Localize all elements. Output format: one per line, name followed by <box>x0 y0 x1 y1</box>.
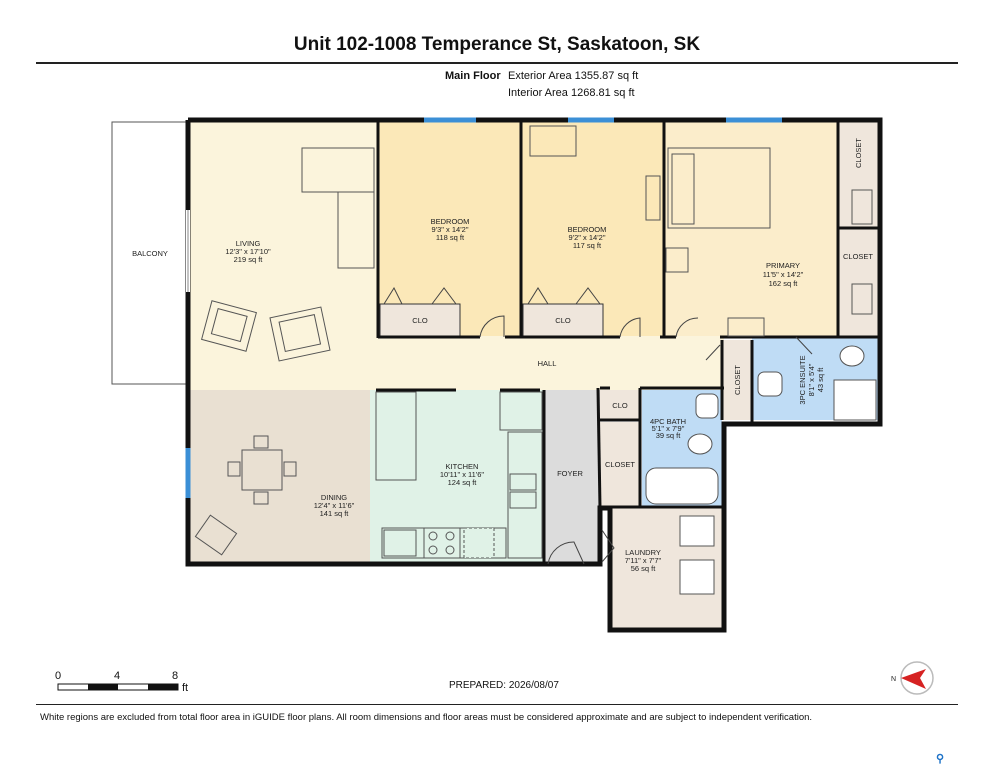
brand-icon[interactable]: ⚲ <box>936 753 945 765</box>
primary-closet-mid-label: CLOSET <box>843 252 873 261</box>
interior-walls <box>376 120 880 564</box>
scale-unit: ft <box>182 682 189 694</box>
windows <box>185 117 782 498</box>
bedroom-furniture <box>529 125 873 337</box>
primary-closet-top-label: CLOSET <box>854 138 863 168</box>
scale-tick-8: 8 <box>172 670 179 682</box>
dining-dims: 12'4" x 11'6" <box>314 501 355 510</box>
dining-area: 141 sq ft <box>320 509 350 518</box>
laundry-dims: 7'11" x 7'7" <box>625 556 662 565</box>
hall-label: HALL <box>538 359 557 368</box>
interior-area: Interior Area 1268.81 sq ft <box>508 87 635 99</box>
bedroom2-label: BEDROOM <box>568 225 607 234</box>
disclaimer: White regions are excluded from total fl… <box>40 712 813 723</box>
bath-clo <box>600 390 640 420</box>
compass-letter: N <box>891 676 896 683</box>
foyer-label: FOYER <box>557 469 583 478</box>
foyer-area <box>544 390 600 562</box>
bedroom2-clo-label: CLO <box>555 316 571 325</box>
dining-table <box>194 435 297 556</box>
ensuite-label: 3PC ENSUITE <box>798 355 807 404</box>
armchairs <box>200 300 331 362</box>
bedroom2-clo <box>522 303 604 337</box>
bedroom1-label: BEDROOM <box>431 217 470 226</box>
bath-area: 39 sq ft <box>656 431 682 440</box>
sofa <box>301 147 375 269</box>
kitchen-area: 124 sq ft <box>448 478 478 487</box>
laundry-label: LAUNDRY <box>625 548 661 557</box>
scale-bar <box>57 683 179 691</box>
foyer-closet <box>600 422 640 506</box>
hall-area <box>190 336 724 390</box>
hall-closet-label: CLOSET <box>733 365 742 395</box>
dining-label: DINING <box>321 493 347 502</box>
bedroom1-room <box>378 122 521 336</box>
living-area: 219 sq ft <box>234 255 264 264</box>
ensuite-area: 43 sq ft <box>816 367 825 393</box>
exterior-area: Exterior Area 1355.87 sq ft <box>508 70 639 82</box>
footer-rule <box>36 704 958 705</box>
door-swings <box>383 286 813 565</box>
compass-icon: N <box>891 661 934 695</box>
bedroom2-room <box>521 122 664 336</box>
kitchen-dims: 10'11" x 11'6" <box>440 470 485 479</box>
bath-clo-label: CLO <box>612 401 628 410</box>
laundry-area: 56 sq ft <box>631 564 657 573</box>
bedroom2-dims: 9'2" x 14'2" <box>569 233 606 242</box>
balcony-label: BALCONY <box>132 249 168 258</box>
balcony-area <box>111 121 189 385</box>
title-rule <box>36 62 958 64</box>
primary-label: PRIMARY <box>766 261 800 270</box>
scale-tick-0: 0 <box>55 670 62 682</box>
ensuite-dims: 8'1" x 5'4" <box>807 363 816 396</box>
living-label: LIVING <box>236 239 261 248</box>
bath-dims: 5'1" x 7'9" <box>652 424 685 433</box>
kitchen-counters <box>375 391 543 559</box>
primary-dims: 11'5" x 14'2" <box>763 270 804 279</box>
bedroom1-clo-label: CLO <box>412 316 428 325</box>
bedroom2-area: 117 sq ft <box>573 241 602 250</box>
kitchen-label: KITCHEN <box>446 462 479 471</box>
page-title: Unit 102-1008 Temperance St, Saskatoon, … <box>293 34 701 55</box>
bath-label: 4PC BATH <box>650 417 686 426</box>
bedroom1-area: 118 sq ft <box>436 233 465 242</box>
floor-name: Main Floor <box>445 70 501 82</box>
bedroom1-dims: 9'3" x 14'2" <box>432 225 469 234</box>
primary-room <box>664 122 838 336</box>
exterior-walls <box>185 117 883 633</box>
hall-closet <box>722 340 752 420</box>
prepared-date: PREPARED: 2026/08/07 <box>449 680 559 691</box>
scale-tick-4: 4 <box>114 670 121 682</box>
living-dims: 12'3" x 17'10" <box>225 247 271 256</box>
bath-fixtures <box>645 345 877 595</box>
primary-area: 162 sq ft <box>769 279 799 288</box>
foyer-closet-label: CLOSET <box>605 460 635 469</box>
